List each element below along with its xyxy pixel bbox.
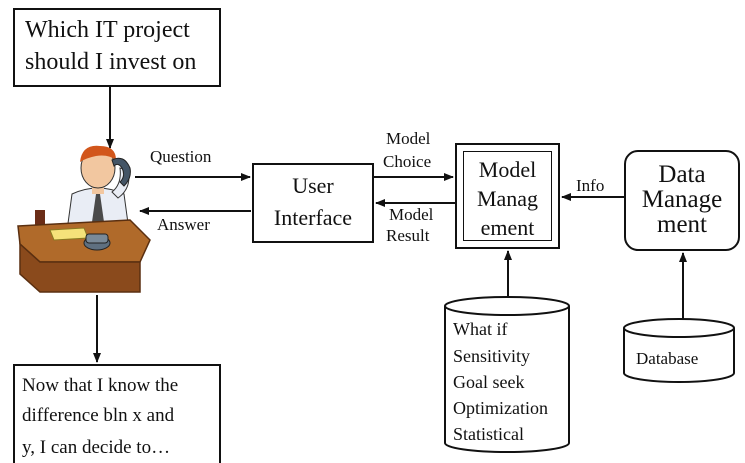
user-interface-line-1: User [292,173,334,198]
model-management-box: Model Manag ement [455,143,560,249]
question-box: Which IT project should I invest on [13,8,221,87]
model-management-inner-frame [463,151,552,241]
question-line-1: Which IT project [25,17,190,43]
question-line-2: should I invest on [25,49,197,75]
model-management-line-1: Model [478,157,537,182]
model-result-label-line-1: Model [389,205,434,224]
model-management-line-3: ement [480,215,535,240]
model-base-item: Goal seek [453,372,525,392]
data-management-line-2: Manage [641,186,723,213]
model-base-item: Sensitivity [453,346,531,366]
question-label: Question [150,147,212,166]
data-management-line-3: ment [657,211,707,238]
model-base-item: Statistical [453,424,524,444]
answer-label: Answer [157,215,210,234]
answer-line-3: y, I can decide to… [22,437,171,458]
model-base-item: Optimization [453,398,548,418]
model-result-label-line-2: Result [386,226,430,245]
data-management-box: Data Manage ment [624,150,740,251]
model-base-item: What if [453,319,508,339]
answer-line-1: Now that I know the [22,375,179,396]
data-management-line-1: Data [658,161,706,188]
answer-box: Now that I know the difference bln x and… [13,364,221,463]
model-base-cylinder [444,296,570,453]
database-cylinder [623,318,735,383]
user-interface-line-2: Interface [273,205,353,230]
model-choice-label-line-2: Choice [383,152,432,171]
model-choice-label-line-1: Model [386,129,431,148]
database-label: Database [636,349,699,368]
user-interface-box: User Interface [252,163,374,243]
person-on-phone-at-desk-icon [17,145,151,293]
model-management-line-2: Manag [476,186,539,211]
answer-line-2: difference bln x and [22,405,175,426]
info-label: Info [576,176,605,195]
